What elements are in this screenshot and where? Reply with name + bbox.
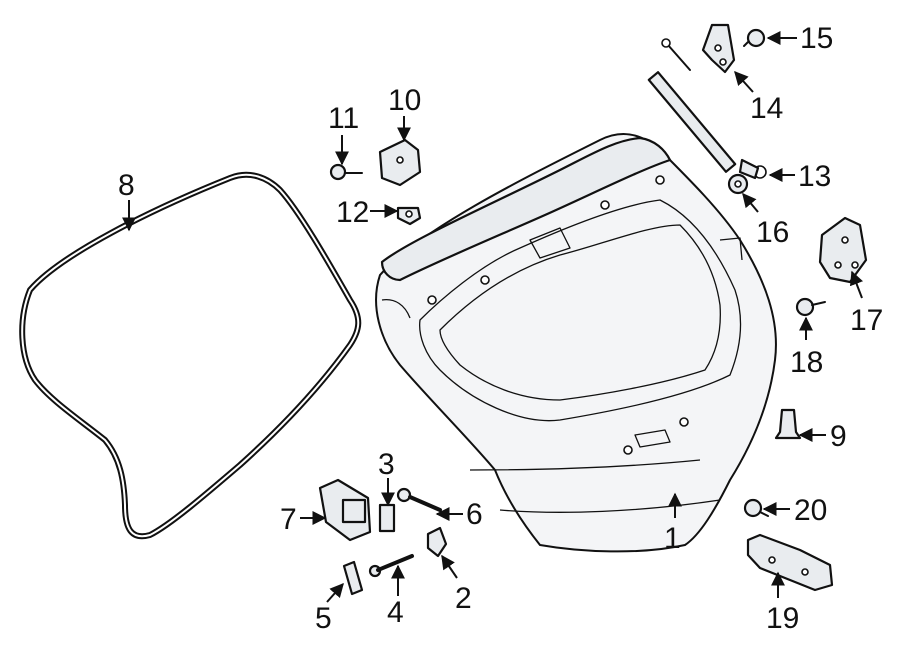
bolt-6 [396,487,442,512]
callout-15: 15 [800,22,833,55]
liftgate-panel [375,133,777,553]
clip-2 [426,526,448,558]
callout-2: 2 [455,582,472,615]
callout-7: 7 [280,503,297,536]
gas-strut [647,38,767,180]
callout-9: 9 [830,420,847,453]
strut-bracket [701,23,736,74]
callout-12: 12 [336,196,369,229]
callout-5: 5 [315,602,332,635]
callout-18: 18 [790,346,823,379]
leader-5 [326,582,344,603]
nut-12 [396,206,422,226]
callout-20: 20 [794,494,827,527]
clip-5 [342,560,364,596]
callout-17: 17 [850,304,883,337]
callout-4: 4 [387,596,404,629]
callout-19: 19 [766,602,799,635]
stop-bumper [774,408,802,440]
leader-14 [734,70,754,93]
clip-bracket-10 [378,138,422,187]
leader-lines [122,31,864,603]
leader-2 [441,554,458,579]
callout-14: 14 [750,92,783,125]
leader-17 [849,270,864,299]
leader-16 [742,192,759,213]
callout-6: 6 [466,498,483,531]
bracket-7 [318,478,372,542]
pin-4 [368,554,414,578]
nut-16 [727,173,749,195]
callout-16: 16 [756,216,789,249]
callout-3: 3 [378,448,395,481]
callout-labels: 1 2 3 4 5 6 7 8 9 10 11 12 13 14 15 16 1… [118,22,883,635]
callout-1: 1 [664,522,681,555]
callout-13: 13 [798,160,831,193]
screw-11 [329,163,363,181]
bolt-18 [795,297,826,317]
clip-3 [378,503,396,533]
hinge [818,216,868,284]
latch-19 [746,533,834,592]
bolt-15 [743,28,766,48]
callout-11: 11 [328,102,359,135]
callout-10: 10 [388,84,421,117]
weatherstrip-seal [19,171,362,540]
callout-8: 8 [118,169,135,202]
